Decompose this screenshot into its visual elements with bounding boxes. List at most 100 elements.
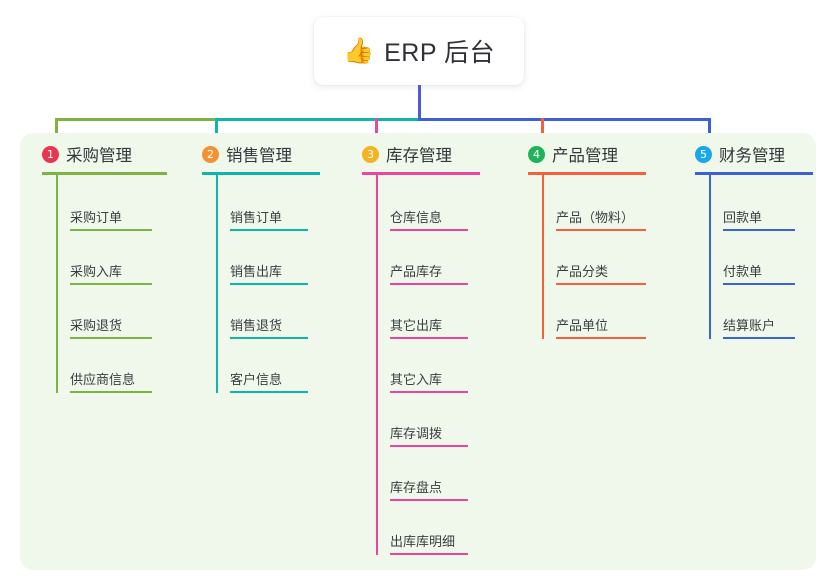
leaf-item[interactable]: 采购入库 [70, 255, 152, 285]
trunk-line [418, 85, 421, 121]
leaf-item-label: 库存盘点 [390, 480, 443, 495]
leaf-item-label: 销售退货 [230, 318, 283, 333]
branch-header-3[interactable]: 3 库存管理 [362, 142, 452, 166]
branch-drop-4 [541, 118, 544, 145]
leaf-item-rule [556, 229, 646, 231]
branch-badge-1: 1 [42, 145, 59, 163]
branch-header-1[interactable]: 1 采购管理 [42, 142, 132, 166]
leaf-item-label: 产品分类 [556, 264, 609, 279]
leaf-item[interactable]: 其它出库 [390, 309, 468, 339]
leaf-item[interactable]: 销售订单 [230, 201, 308, 231]
leaf-item-label: 其它入库 [390, 372, 443, 387]
branch-spine-2 [216, 172, 218, 393]
branch-header-rule-4 [528, 172, 646, 175]
bus-segment-2 [215, 118, 420, 121]
leaf-item[interactable]: 付款单 [723, 255, 795, 285]
leaf-item-label: 结算账户 [723, 318, 776, 333]
branch-header-rule-1 [42, 172, 167, 175]
leaf-item-rule [390, 337, 468, 339]
leaf-item[interactable]: 产品单位 [556, 309, 646, 339]
leaf-item-rule [70, 229, 152, 231]
leaf-item[interactable]: 其它入库 [390, 363, 468, 393]
leaf-item[interactable]: 结算账户 [723, 309, 795, 339]
leaf-item-label: 采购退货 [70, 318, 123, 333]
leaf-item-rule [390, 553, 468, 555]
branch-drop-2 [215, 118, 218, 145]
thumbs-up-icon: 👍 [342, 36, 375, 65]
leaf-item-label: 供应商信息 [70, 372, 136, 387]
leaf-item-label: 销售出库 [230, 264, 283, 279]
leaf-item-label: 产品（物料） [556, 210, 635, 225]
leaf-item-rule [556, 337, 646, 339]
leaf-item-rule [723, 229, 795, 231]
leaf-item[interactable]: 回款单 [723, 201, 795, 231]
leaf-item-rule [70, 391, 152, 393]
leaf-item-label: 其它出库 [390, 318, 443, 333]
leaf-item-rule [70, 337, 152, 339]
branch-drop-3 [375, 118, 378, 145]
leaf-item-label: 产品单位 [556, 318, 609, 333]
leaf-item-label: 回款单 [723, 210, 763, 225]
leaf-item[interactable]: 产品库存 [390, 255, 468, 285]
branch-badge-2: 2 [202, 145, 219, 163]
branch-header-2[interactable]: 2 销售管理 [202, 142, 292, 166]
branch-spine-3 [376, 172, 378, 555]
branch-badge-3: 3 [362, 145, 379, 163]
branch-title-5: 财务管理 [719, 147, 785, 165]
root-node-title: ERP 后台 [384, 39, 496, 67]
branch-header-5[interactable]: 5 财务管理 [695, 142, 785, 166]
leaf-item[interactable]: 产品（物料） [556, 201, 646, 231]
leaf-item[interactable]: 库存盘点 [390, 471, 468, 501]
bus-segment-1 [55, 118, 217, 121]
leaf-item[interactable]: 仓库信息 [390, 201, 468, 231]
branch-badge-5: 5 [695, 145, 712, 163]
leaf-item[interactable]: 客户信息 [230, 363, 308, 393]
branch-drop-5 [708, 118, 711, 145]
leaf-item-label: 出库库明细 [390, 534, 456, 549]
leaf-item[interactable]: 出库库明细 [390, 525, 468, 555]
leaf-item-label: 销售订单 [230, 210, 283, 225]
branch-title-3: 库存管理 [386, 147, 452, 165]
leaf-item[interactable]: 库存调拨 [390, 417, 468, 447]
branch-title-1: 采购管理 [66, 147, 132, 165]
leaf-item[interactable]: 采购退货 [70, 309, 152, 339]
branch-spine-5 [709, 172, 711, 339]
leaf-item-label: 付款单 [723, 264, 763, 279]
leaf-item-rule [390, 445, 468, 447]
leaf-item-label: 客户信息 [230, 372, 283, 387]
branch-title-2: 销售管理 [226, 147, 292, 165]
leaf-item-rule [390, 229, 468, 231]
leaf-item-rule [556, 283, 646, 285]
leaf-item[interactable]: 采购订单 [70, 201, 152, 231]
leaf-item[interactable]: 产品分类 [556, 255, 646, 285]
root-node-card[interactable]: 👍 ERP 后台 [314, 17, 524, 85]
branch-header-4[interactable]: 4 产品管理 [528, 142, 618, 166]
leaf-item-rule [70, 283, 152, 285]
leaf-item-label: 仓库信息 [390, 210, 443, 225]
leaf-item[interactable]: 供应商信息 [70, 363, 152, 393]
leaf-item-rule [390, 283, 468, 285]
leaf-item-label: 采购订单 [70, 210, 123, 225]
branch-header-rule-2 [202, 172, 320, 175]
branch-header-rule-3 [362, 172, 480, 175]
leaf-item-rule [230, 391, 308, 393]
leaf-item-rule [230, 229, 308, 231]
leaf-item-rule [390, 499, 468, 501]
branch-spine-4 [542, 172, 544, 339]
branches-panel: 1 采购管理采购订单采购入库采购退货供应商信息 2 销售管理销售订单销售出库销售退货客… [20, 133, 816, 570]
branch-drop-1 [55, 118, 58, 145]
leaf-item-label: 采购入库 [70, 264, 123, 279]
branch-badge-4: 4 [528, 145, 545, 163]
leaf-item-rule [723, 283, 795, 285]
branch-title-4: 产品管理 [552, 147, 618, 165]
branch-spine-1 [56, 172, 58, 393]
leaf-item-label: 产品库存 [390, 264, 443, 279]
branch-header-rule-5 [695, 172, 813, 175]
bus-segment-3 [418, 118, 711, 121]
leaf-item-rule [390, 391, 468, 393]
leaf-item-label: 库存调拨 [390, 426, 443, 441]
leaf-item[interactable]: 销售退货 [230, 309, 308, 339]
leaf-item-rule [230, 283, 308, 285]
leaf-item[interactable]: 销售出库 [230, 255, 308, 285]
